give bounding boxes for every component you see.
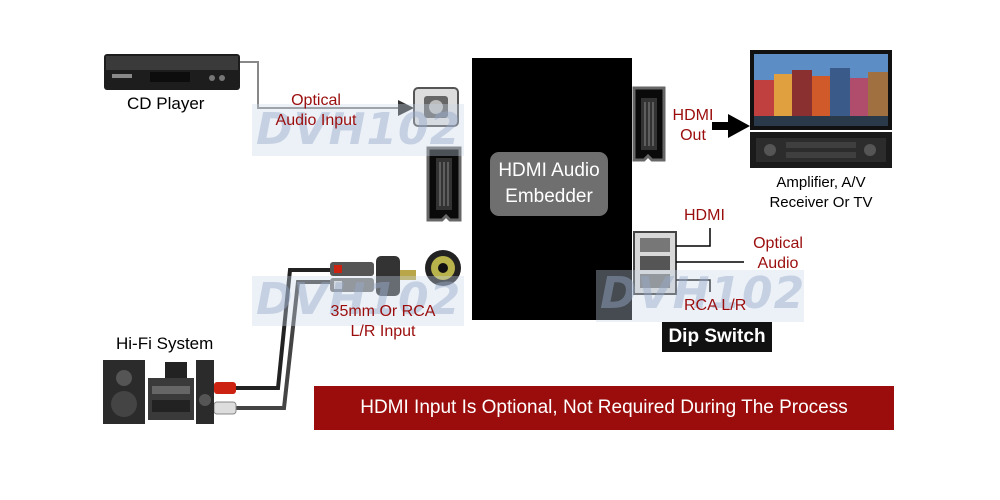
rca-to-3-5mm-adapter [376, 256, 416, 296]
hdmi-in-port-icon [426, 146, 462, 222]
rca-cable-red [230, 268, 330, 390]
watermark: DVH102 [256, 104, 462, 155]
cd-player-device [104, 54, 240, 90]
rca-input-line-1: 35mm Or RCA [330, 303, 436, 320]
hdmi-out-line-2: Out [680, 127, 706, 144]
dip-hdmi-label: HDMI [684, 207, 725, 224]
watermark-box [252, 104, 464, 156]
cd-player-label: CD Player [127, 94, 205, 113]
rca-input-line-2: L/R Input [350, 323, 416, 340]
av-receiver-device [750, 132, 892, 168]
optical-port-icon [413, 87, 459, 127]
audio-jack-port-icon [425, 250, 461, 286]
hdmi-out-port-icon [632, 86, 666, 162]
rca-input-label: 35mm Or RCA L/R Input [318, 302, 448, 342]
hdmi-out-label: HDMI Out [668, 106, 718, 146]
amplifier-label: Amplifier, A/V Receiver Or TV [744, 173, 898, 213]
tv-device [750, 50, 892, 130]
dip-optical-audio-label: Optical Audio [746, 234, 810, 274]
rca-plug-pair [330, 262, 374, 292]
embedder-label-line-1: HDMI Audio [498, 160, 600, 181]
dip-switch-title: Dip Switch [662, 322, 772, 352]
optical-audio-input-label: Optical Audio Input [264, 91, 368, 131]
embedder-label-line-2: Embedder [505, 186, 593, 207]
watermark: DVH102 [600, 268, 806, 319]
embedder-label: HDMI Audio Embedder [490, 152, 608, 216]
rca-cable-white [230, 280, 330, 410]
dip-rca-label: RCA L/R [684, 297, 747, 314]
hifi-system-label: Hi-Fi System [116, 334, 214, 353]
dip-switch-graphic [633, 228, 744, 295]
optical-cable [240, 61, 400, 109]
optical-audio-input-line-2: Audio Input [275, 112, 357, 129]
hifi-system-device [103, 360, 214, 424]
amplifier-label-line-1: Amplifier, A/V [776, 174, 866, 191]
dip-optical-line-2: Audio [757, 255, 799, 272]
optional-note-banner: HDMI Input Is Optional, Not Required Dur… [314, 386, 894, 430]
watermark: DVH102 [256, 274, 462, 325]
amplifier-label-line-2: Receiver Or TV [769, 194, 873, 211]
hdmi-out-line-1: HDMI [672, 107, 714, 124]
optical-audio-input-line-1: Optical [291, 92, 341, 109]
rca-plugs-hifi [213, 382, 237, 415]
dip-optical-line-1: Optical [753, 235, 803, 252]
watermark-box [596, 270, 804, 322]
watermark-box [252, 276, 464, 326]
